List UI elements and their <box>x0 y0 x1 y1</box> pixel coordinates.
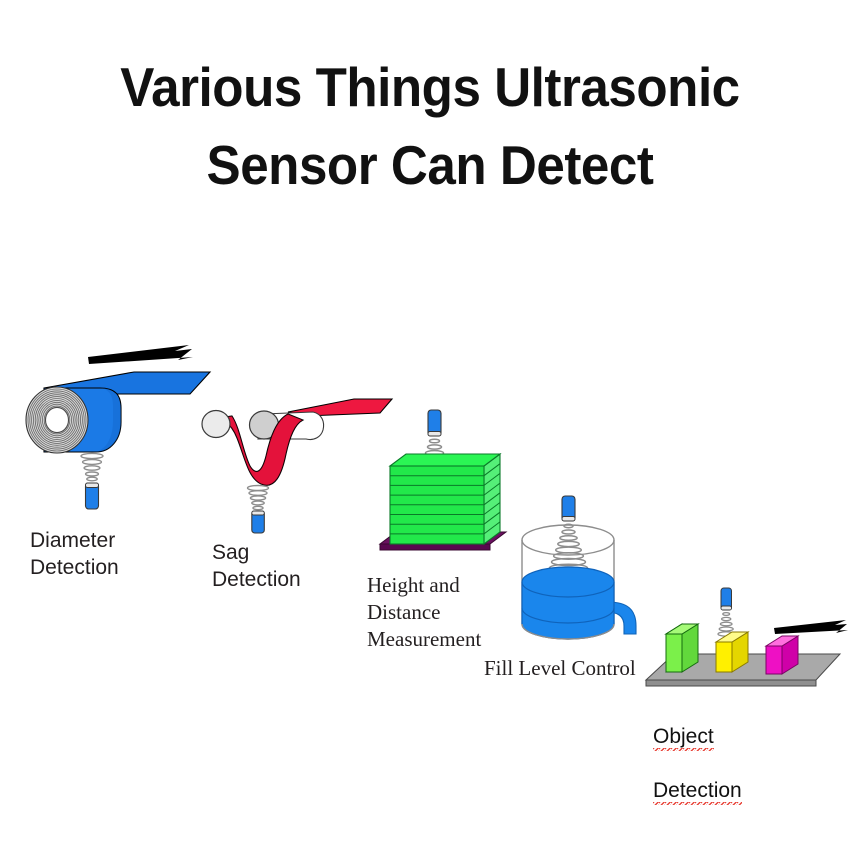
diagram-height-distance <box>372 408 532 568</box>
green-box <box>664 623 700 673</box>
label-sag-detection: Sag Detection <box>212 541 301 591</box>
ultrasonic-sensor-icon <box>251 510 265 534</box>
glass-tank-front-rim <box>521 623 615 640</box>
blue-liquid <box>521 566 615 640</box>
label-height-distance: Height and Distance Measurement <box>367 573 482 651</box>
left-roller <box>201 409 231 439</box>
label-object-detection: Object Detection <box>653 697 742 805</box>
red-web-sag <box>217 413 305 486</box>
diagram-fill-level <box>500 494 670 654</box>
diagram-object-detection <box>644 587 854 698</box>
diagram-diameter-detection <box>14 336 224 510</box>
page-title: Various Things Ultrasonic Sensor Can Det… <box>120 56 740 197</box>
magenta-box <box>764 635 800 675</box>
yellow-box <box>714 631 750 673</box>
ultrasonic-sensor-icon <box>720 587 732 611</box>
material-roll-spiral <box>25 386 89 454</box>
ultrasonic-sensor-icon <box>561 495 576 522</box>
label-object-detection-word-1: Object <box>653 724 714 751</box>
label-fill-level-control: Fill Level Control <box>484 656 636 680</box>
label-diameter-detection: Diameter Detection <box>30 529 119 579</box>
diagram-sag-detection <box>196 392 396 534</box>
sound-wave-cone-icon <box>548 523 589 573</box>
sound-wave-cone-icon <box>80 452 104 482</box>
green-sheet-stack <box>388 452 502 546</box>
sound-wave-cone-icon <box>246 484 270 511</box>
direction-arrow-icon <box>88 345 193 364</box>
ultrasonic-sensor-icon <box>84 482 100 510</box>
label-object-detection-word-2: Detection <box>653 778 742 805</box>
ultrasonic-sensor-icon <box>427 409 442 437</box>
direction-arrow-icon <box>774 620 848 634</box>
